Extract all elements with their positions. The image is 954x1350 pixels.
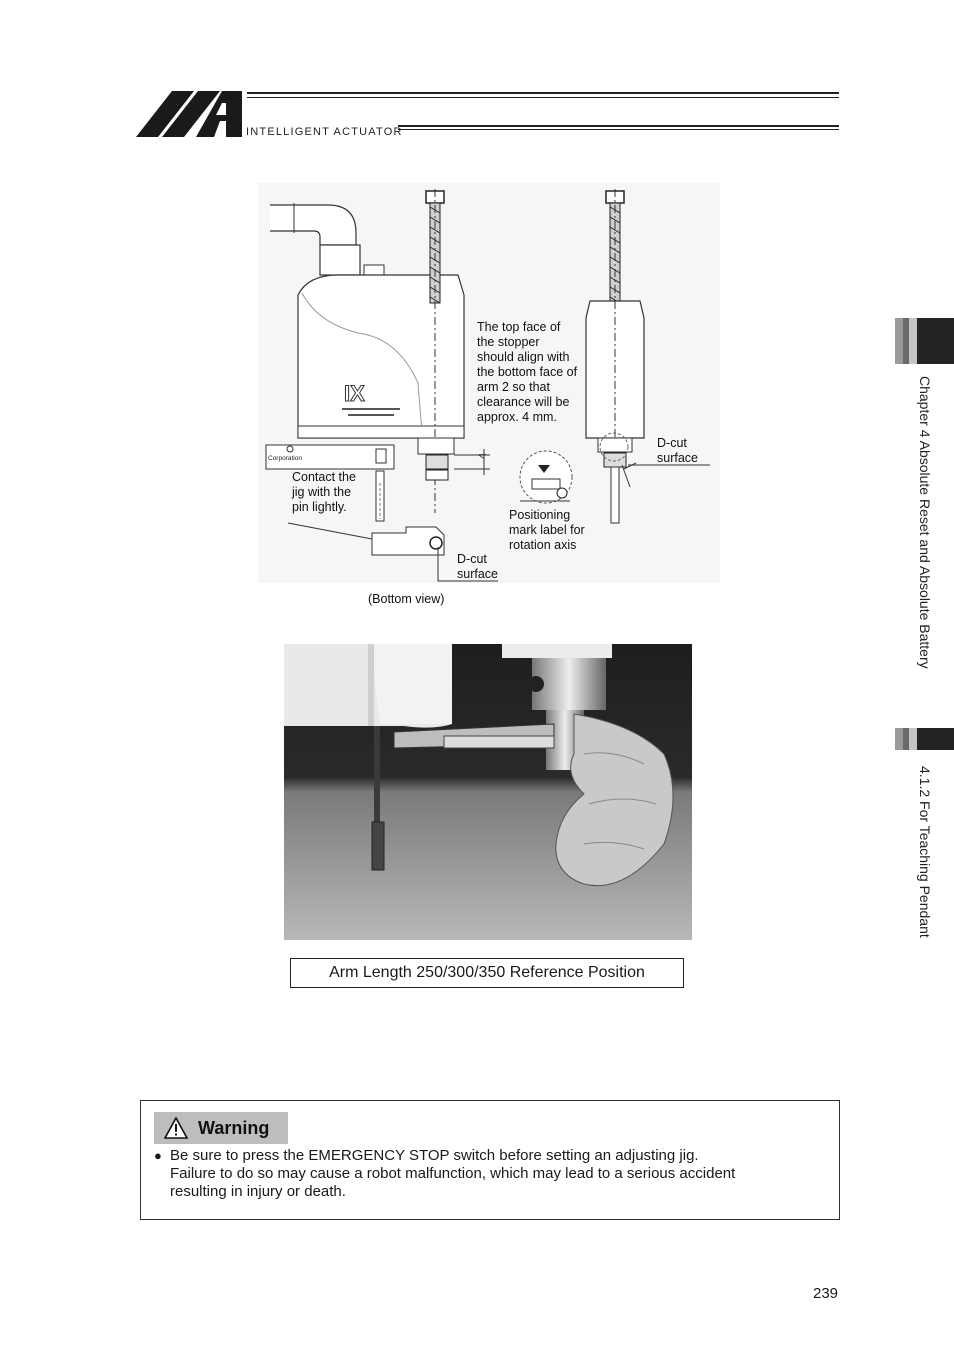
warning-title: Warning bbox=[198, 1117, 270, 1138]
note-line: The top face of bbox=[477, 320, 561, 334]
brand-name: INTELLIGENT ACTUATOR bbox=[246, 126, 403, 138]
dcut-note-right: D-cut surface bbox=[657, 436, 698, 466]
note-line: rotation axis bbox=[509, 538, 577, 552]
ia-logo bbox=[136, 91, 242, 137]
page-number: 239 bbox=[813, 1285, 839, 1302]
dcut-note-bottom: D-cut surface bbox=[457, 552, 498, 582]
warning-line: resulting in injury or death. bbox=[170, 1183, 346, 1200]
note-line: clearance will be bbox=[477, 395, 570, 409]
note-line: approx. 4 mm. bbox=[477, 410, 557, 424]
warning-line: Be sure to press the EMERGENCY STOP swit… bbox=[170, 1147, 699, 1164]
warning-line: Failure to do so may cause a robot malfu… bbox=[170, 1165, 736, 1182]
stopper-note: The top face of the stopper should align… bbox=[477, 320, 577, 425]
jig-photo bbox=[284, 644, 692, 940]
clearance-dimension: 4 bbox=[477, 453, 489, 459]
warning-box bbox=[140, 1100, 840, 1220]
header-rule bbox=[398, 125, 839, 127]
section-tab bbox=[895, 728, 954, 750]
note-line: the stopper bbox=[477, 335, 540, 349]
header-rule bbox=[247, 97, 839, 98]
ix-logo: IX bbox=[344, 381, 365, 406]
bottom-view-label: (Bottom view) bbox=[368, 592, 445, 606]
note-line: surface bbox=[457, 567, 498, 581]
note-line: pin lightly. bbox=[292, 500, 347, 514]
positioning-note: Positioning mark label for rotation axis bbox=[509, 508, 585, 553]
header-rule bbox=[398, 129, 839, 130]
warning-text: Be sure to press the EMERGENCY STOP swit… bbox=[170, 1147, 810, 1201]
note-line: should align with bbox=[477, 350, 570, 364]
note-line: arm 2 so that bbox=[477, 380, 550, 394]
warning-icon bbox=[164, 1117, 188, 1139]
note-line: surface bbox=[657, 451, 698, 465]
header-rule bbox=[247, 92, 839, 94]
warning-header: Warning bbox=[154, 1112, 288, 1144]
note-line: D-cut bbox=[457, 552, 487, 566]
corp-label: Corporation bbox=[268, 455, 302, 462]
chapter-tab bbox=[895, 318, 954, 364]
note-line: Contact the bbox=[292, 470, 356, 484]
note-line: the bottom face of bbox=[477, 365, 578, 379]
chapter-label: Chapter 4 Absolute Reset and Absolute Ba… bbox=[917, 376, 933, 669]
note-line: mark label for bbox=[509, 523, 585, 537]
contact-note: Contact the jig with the pin lightly. bbox=[292, 470, 356, 515]
note-line: jig with the bbox=[292, 485, 352, 499]
section-label: 4.1.2 For Teaching Pendant bbox=[917, 766, 933, 938]
bullet-dot: ● bbox=[154, 1148, 162, 1163]
robot-diagram: IX Corporation 4 bbox=[258, 183, 720, 583]
note-line: D-cut bbox=[657, 436, 687, 450]
figure-caption: Arm Length 250/300/350 Reference Positio… bbox=[290, 958, 684, 988]
note-line: Positioning bbox=[509, 508, 571, 522]
